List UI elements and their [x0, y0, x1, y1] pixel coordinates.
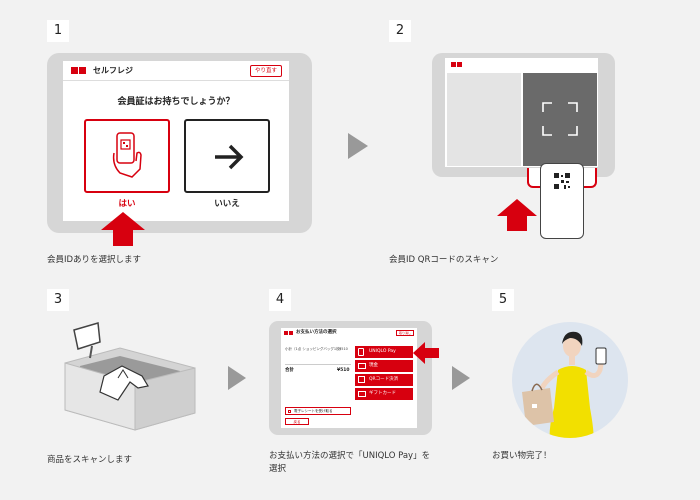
- gift-card-icon: [358, 391, 366, 397]
- checkout-counter-illustration: [64, 322, 196, 431]
- phone-in-hand-icon: [112, 132, 142, 178]
- step-5-number: 5: [492, 289, 514, 311]
- smartphone: [540, 163, 584, 239]
- pay-option-qr[interactable]: QRコード決済: [355, 374, 413, 386]
- pay-option-label: ギフトカード: [369, 391, 396, 396]
- receipt-label: 電子レシートを受け取る: [294, 409, 333, 413]
- total-label: 合計: [285, 368, 294, 373]
- no-button[interactable]: [184, 119, 270, 193]
- step-5-caption: お買い物完了！: [492, 451, 552, 461]
- pay-option-cash[interactable]: 現金: [355, 360, 413, 372]
- pay-option-label: QRコード決済: [369, 377, 399, 382]
- step-3-caption: 商品をスキャンします: [47, 455, 133, 465]
- yes-button[interactable]: [84, 119, 170, 193]
- arrow-right-icon: [215, 144, 244, 170]
- cash-icon: [358, 363, 366, 369]
- yes-label: はい: [118, 199, 136, 209]
- cancel-button[interactable]: 取り消し: [396, 330, 414, 336]
- pointer-arrow-up-icon: [497, 199, 537, 231]
- uniqlo-logo-icon: [289, 331, 293, 335]
- pointer-arrow-left-icon: [413, 342, 439, 364]
- step-2-number: 2: [389, 20, 411, 42]
- subtotal-label: 小計（1点 ショッピングバッグ1枚）: [285, 347, 344, 351]
- happy-customer-illustration: [512, 322, 628, 438]
- screen-header: セルフレジ やり直す: [63, 61, 289, 81]
- uniqlo-logo-icon: [284, 331, 288, 335]
- uniqlo-logo-icon: [451, 62, 456, 67]
- redo-button[interactable]: やり直す: [250, 65, 282, 77]
- payment-title: お支払い方法の選択: [296, 330, 337, 335]
- pay-option-giftcard[interactable]: ギフトカード: [355, 388, 413, 400]
- step-4-screen: お支払い方法の選択 取り消し 小計（1点 ショッピングバッグ1枚） ¥510 合…: [281, 328, 417, 428]
- step-3-number: 3: [47, 289, 69, 311]
- pay-option-label: UNIQLO Pay: [369, 349, 396, 354]
- uniqlo-logo-icon: [457, 62, 462, 67]
- step-2-screen: [445, 58, 598, 167]
- receipt-option[interactable]: 電子レシートを受け取る: [285, 407, 351, 415]
- step-2-caption: 会員ID QRコードのスキャン: [389, 255, 499, 265]
- subtotal-value: ¥510: [339, 347, 348, 351]
- next-step-arrow-icon: [452, 366, 470, 390]
- screen-left-panel: [447, 73, 521, 166]
- qr-code-icon: [358, 376, 365, 383]
- pay-option-uniqlo-pay[interactable]: UNIQLO Pay: [355, 346, 413, 358]
- next-step-arrow-icon: [348, 133, 368, 159]
- step-1-number: 1: [47, 20, 69, 42]
- qr-code-icon: [553, 172, 571, 190]
- pointer-arrow-up-icon: [101, 212, 145, 246]
- uniqlo-logo-icon: [79, 67, 86, 74]
- uniqlo-logo-icon: [71, 67, 78, 74]
- step-4-number: 4: [269, 289, 291, 311]
- step-1-screen: セルフレジ やり直す 会員証はお持ちでしょうか？ はい いいえ: [63, 61, 289, 221]
- next-step-arrow-icon: [228, 366, 246, 390]
- checkbox-icon: [288, 410, 291, 413]
- no-label: いいえ: [214, 199, 240, 209]
- total-value: ¥510: [337, 368, 350, 373]
- phone-icon: [358, 348, 364, 356]
- question-text: 会員証はお持ちでしょうか？: [117, 97, 235, 107]
- back-button[interactable]: 戻る: [285, 418, 309, 425]
- scan-panel: [523, 73, 597, 166]
- divider: [285, 364, 351, 365]
- screen-title: セルフレジ: [93, 66, 133, 75]
- step-1-caption: 会員IDありを選択します: [47, 255, 142, 265]
- step-4-caption-line2: 選択: [269, 464, 287, 474]
- step-4-caption-line1: お支払い方法の選択で「UNIQLO Pay」を: [269, 451, 431, 461]
- pay-option-label: 現金: [369, 363, 378, 368]
- scan-frame-icon: [542, 102, 578, 136]
